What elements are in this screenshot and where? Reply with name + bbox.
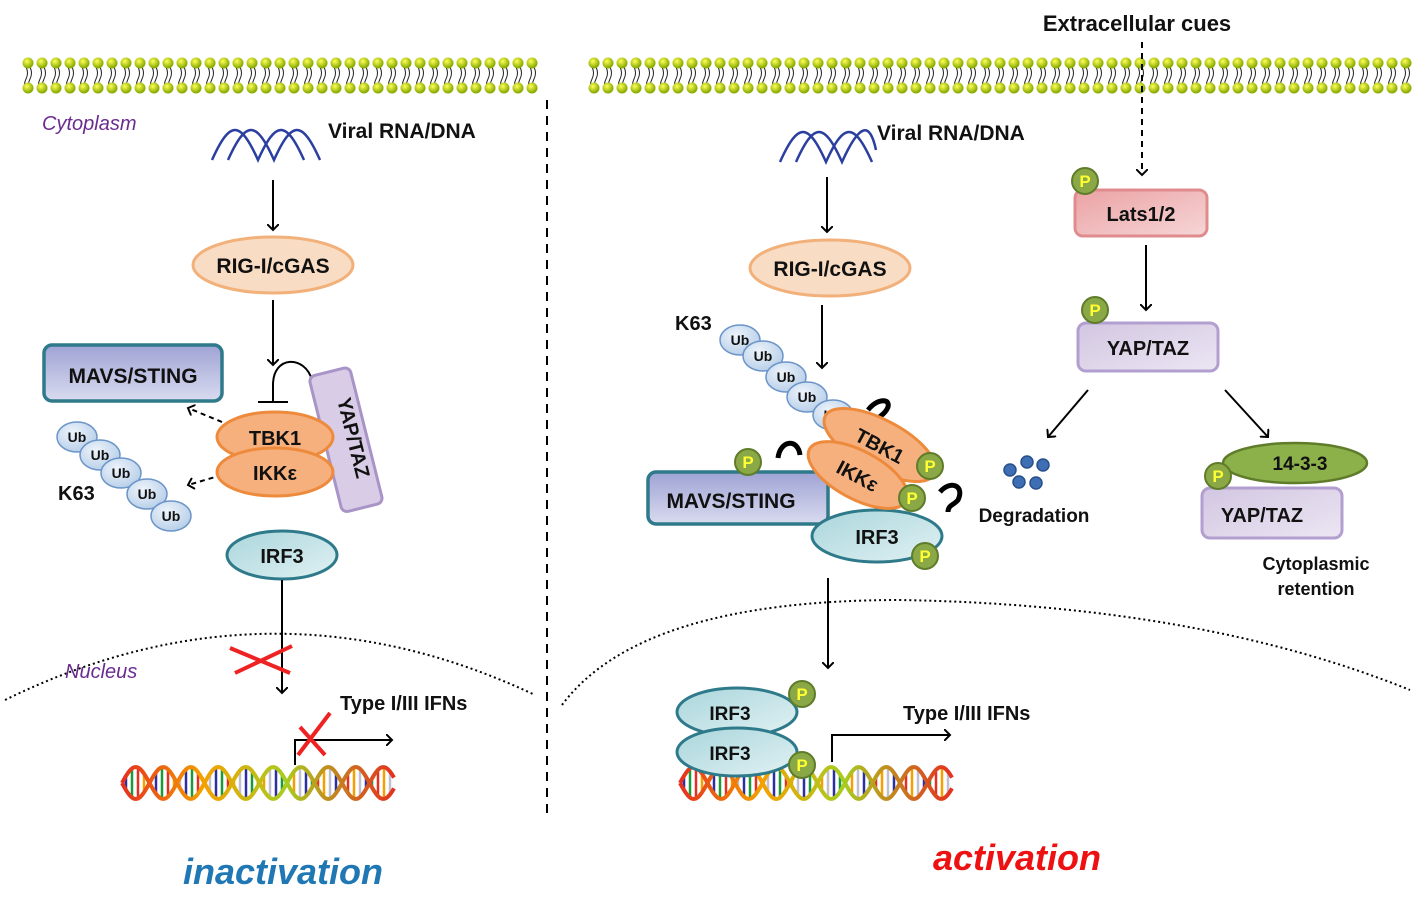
arrow-to-degradation [1048,389,1089,437]
svg-text:Lats1/2: Lats1/2 [1107,204,1176,226]
ub-unit: Ub [91,447,110,463]
degradation-label: Degradation [979,506,1090,527]
cytoplasm-label: Cytoplasm [42,113,136,135]
dna-helix-left [120,764,396,802]
phospho-yap-bound [1204,462,1232,490]
block-x-nuclear-entry [229,644,293,675]
phospho-dimer-bottom [788,751,816,779]
phospho-irf3 [911,542,939,570]
nucleus-label: Nucleus [65,661,137,683]
phospho-yap [1081,296,1109,324]
transcription-arrow-right [831,735,950,762]
inhibition-arrow [258,360,313,403]
ub-unit: Ub [754,348,773,364]
phospho-tbk1 [916,452,944,480]
svg-text:RIG-I/cGAS: RIG-I/cGAS [216,255,329,278]
plasma-membrane-left [22,57,538,94]
yap-taz-right: YAP/TAZ [1076,321,1220,373]
arrow-to-retention [1224,389,1268,437]
k63-label-left: K63 [58,483,95,505]
svg-text:IRF3: IRF3 [855,527,898,549]
14-3-3-protein: 14-3-3 [1221,441,1369,485]
mavs-sting-right: MAVS/STING [646,470,830,526]
phospho-ikke [898,484,926,512]
nuclear-envelope-right [561,598,1411,706]
irf3-left: IRF3 [225,529,339,581]
svg-text:TBK1: TBK1 [249,428,301,450]
phospho-lats [1071,167,1099,195]
ub-unit: Ub [798,389,817,405]
k63-label-right: K63 [675,313,712,335]
ub-unit: Ub [138,486,157,502]
extracellular-cues-label: Extracellular cues [1043,11,1231,36]
ikke-left: IKKε [215,446,335,498]
retention-label-1: Cytoplasmic [1262,554,1369,574]
irf3-right: IRF3 [810,508,944,564]
curved-arrow-irf3 [938,482,963,513]
viral-rna-icon [210,128,322,164]
ub-unit: Ub [731,332,750,348]
phospho-dimer-top [788,680,816,708]
plasma-membrane-right [588,57,1412,94]
inactivation-label: inactivation [183,851,383,892]
svg-text:MAVS/STING: MAVS/STING [68,365,197,388]
dashed-arrow-to-ub-left [188,474,223,485]
ub-unit: Ub [112,465,131,481]
svg-text:YAP/TAZ: YAP/TAZ [1221,505,1303,527]
block-x-transcription [296,711,332,757]
ub-unit: Ub [162,508,181,524]
ifn-label-right: Type I/III IFNs [903,703,1030,725]
rig-i-cgas-right: RIG-I/cGAS [748,238,912,298]
ifn-label-left: Type I/III IFNs [340,693,467,715]
nuclear-envelope-left [4,632,536,701]
irf3-dimer-top: IRF3 [675,686,799,738]
svg-text:IRF3: IRF3 [260,546,303,568]
rig-i-cgas-left: RIG-I/cGAS [191,235,355,295]
svg-text:IRF3: IRF3 [709,704,750,725]
svg-text:YAP/TAZ: YAP/TAZ [1107,338,1189,360]
retention-label-2: retention [1277,579,1354,599]
svg-text:IRF3: IRF3 [709,744,750,765]
dashed-arrow-to-mavs-left [188,408,223,423]
svg-text:IKKε: IKKε [253,463,297,485]
curved-arrow-mavs [775,440,803,459]
transcription-arrow-left [294,740,392,765]
yap-taz-bound: YAP/TAZ [1200,486,1344,540]
svg-text:RIG-I/cGAS: RIG-I/cGAS [773,258,886,281]
viral-label-right: Viral RNA/DNA [877,122,1025,145]
irf3-dimer-bottom: IRF3 [675,726,799,778]
viral-rna-icon-right [778,129,878,166]
svg-text:MAVS/STING: MAVS/STING [666,490,795,513]
activation-label: activation [933,837,1101,878]
ub-unit: Ub [777,369,796,385]
svg-text:14-3-3: 14-3-3 [1273,454,1328,475]
lats1-2: Lats1/2 [1073,188,1209,238]
viral-label-left: Viral RNA/DNA [328,120,476,143]
degradation-icon [1003,455,1050,490]
mavs-sting-left: MAVS/STING [42,343,224,403]
phospho-mavs [734,448,762,476]
ub-unit: Ub [68,429,87,445]
